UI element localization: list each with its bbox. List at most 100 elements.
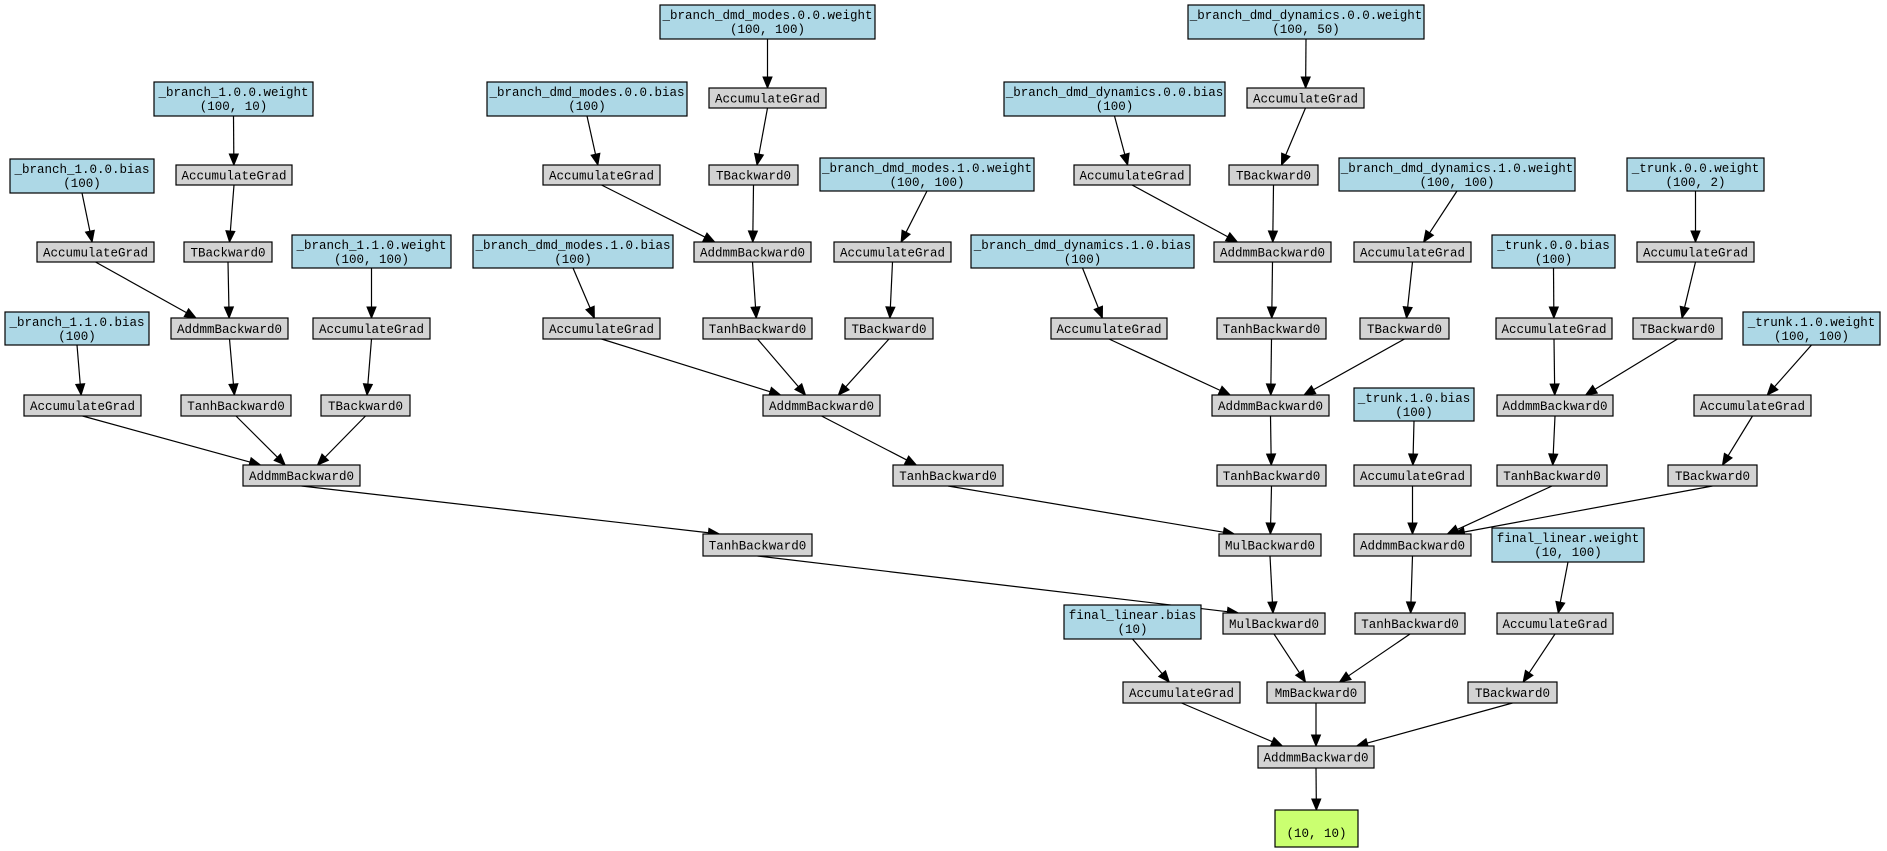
node-label: TBackward0 xyxy=(851,323,926,337)
arrowhead-icon xyxy=(84,229,95,244)
node-box xyxy=(1216,464,1327,487)
node-shape: (100) xyxy=(1395,406,1433,420)
node-label: AccumulateGrad xyxy=(181,170,286,184)
edge-tanh_tr0-to-addmm_tr1 xyxy=(1457,485,1553,530)
op-node-tbackward0: TBackward0 xyxy=(844,317,934,340)
edge-dm10b-to-ag_dm10b xyxy=(572,267,591,309)
node-box xyxy=(486,81,688,117)
node-box xyxy=(1073,164,1191,186)
node-box xyxy=(1213,241,1332,263)
op-node-tanhbackward0: TanhBackward0 xyxy=(702,317,813,340)
op-node-accumulategrad: AccumulateGrad xyxy=(312,317,431,340)
node-label: AccumulateGrad xyxy=(840,247,945,261)
param-node-trunk-1-0-weight: _trunk.1.0.weight(100, 100) xyxy=(1742,311,1881,346)
node-box xyxy=(702,533,813,557)
edge-addmm_b1b-to-tanh_b1b xyxy=(301,485,709,534)
node-label: AccumulateGrad xyxy=(30,400,135,414)
node-box xyxy=(1353,387,1475,422)
arrowhead-icon xyxy=(1522,669,1534,684)
node-box xyxy=(1274,809,1359,848)
param-node-branch-dmd-dynamics-1-0-bias: _branch_dmd_dynamics.1.0.bias(100) xyxy=(970,234,1195,269)
arrowhead-icon xyxy=(1266,306,1278,320)
edge-t_dd1-to-addmm_dd1 xyxy=(1313,338,1405,391)
node-label: AddmmBackward0 xyxy=(1360,540,1465,554)
node-label: MulBackward0 xyxy=(1225,540,1315,554)
op-node-accumulategrad: AccumulateGrad xyxy=(1353,241,1472,263)
node-box xyxy=(1050,317,1168,340)
param-node-branch-dmd-modes-0-0-bias: _branch_dmd_modes.0.0.bias(100) xyxy=(486,81,688,117)
node-label: TBackward0 xyxy=(1475,687,1550,701)
op-node-accumulategrad: AccumulateGrad xyxy=(1246,87,1365,109)
op-node-mulbackward0: MulBackward0 xyxy=(1218,533,1322,557)
param-node-branch-1-1-0-weight: _branch_1.1.0.weight(100, 100) xyxy=(291,234,452,269)
edge-ag_dd00b-to-addmm_dd0 xyxy=(1131,184,1228,238)
op-node-tanhbackward0: TanhBackward0 xyxy=(892,464,1004,487)
op-node-tanhbackward0: TanhBackward0 xyxy=(1354,612,1466,635)
op-node-tbackward0: TBackward0 xyxy=(1359,317,1450,340)
node-label: AccumulateGrad xyxy=(715,93,820,107)
node-label: TBackward0 xyxy=(1640,323,1715,337)
edge-t_dd0-to-addmm_dd0 xyxy=(1272,184,1275,232)
node-label: AccumulateGrad xyxy=(43,247,148,261)
node-label: MmBackward0 xyxy=(1275,687,1358,701)
param-node-trunk-0-0-bias: _trunk.0.0.bias(100) xyxy=(1491,234,1616,269)
node-box xyxy=(708,87,827,109)
node-shape: (100, 100) xyxy=(1774,330,1849,344)
edge-ag_tr00w-to-t_tr0 xyxy=(1683,261,1697,308)
edge-addmm_dm0-to-tanh_dm0 xyxy=(751,261,757,308)
node-box xyxy=(762,394,881,417)
node-label: _branch_dmd_modes.0.0.weight xyxy=(661,9,872,23)
node-shape: (100, 10) xyxy=(200,100,268,114)
arrowhead-icon xyxy=(1405,601,1417,615)
param-node-branch-dmd-modes-1-0-bias: _branch_dmd_modes.1.0.bias(100) xyxy=(472,234,674,269)
edge-dd10w-to-ag_dd10w xyxy=(1429,190,1458,234)
edge-ag_dm10b-to-addmm_dm1 xyxy=(601,338,771,393)
node-label: AccumulateGrad xyxy=(1129,687,1234,701)
op-node-accumulategrad: AccumulateGrad xyxy=(1050,317,1168,340)
edge-ag_b10w-to-t_b10 xyxy=(229,184,235,232)
arrowhead-icon xyxy=(1265,453,1277,467)
arrowhead-icon xyxy=(1267,601,1278,615)
arrowhead-icon xyxy=(1721,452,1733,467)
op-node-tanhbackward0: TanhBackward0 xyxy=(1496,464,1608,487)
param-node-branch-1-0-0-bias: _branch_1.0.0.bias(100) xyxy=(9,158,155,194)
node-box xyxy=(1353,533,1472,557)
node-box xyxy=(36,241,155,263)
node-label: _trunk.0.0.bias xyxy=(1496,239,1610,253)
node-label: AccumulateGrad xyxy=(549,323,654,337)
node-shape: (100) xyxy=(63,177,101,191)
op-node-tbackward0: TBackward0 xyxy=(1228,164,1319,186)
edges-layer xyxy=(74,38,1812,812)
op-node-accumulategrad: AccumulateGrad xyxy=(1353,464,1472,487)
node-label: TBackward0 xyxy=(716,170,791,184)
node-label: final_linear.bias xyxy=(1069,609,1197,623)
node-label: _branch_dmd_modes.0.0.bias xyxy=(488,86,684,100)
arrowhead-icon xyxy=(747,230,759,244)
edge-tanh_dd1-to-mul1 xyxy=(1270,485,1273,524)
op-node-accumulategrad: AccumulateGrad xyxy=(1495,317,1613,340)
arrowhead-icon xyxy=(1157,669,1171,684)
arrowhead-icon xyxy=(762,76,773,90)
edge-dm10w-to-ag_dm10w xyxy=(905,190,928,233)
op-node-tbackward0: TBackward0 xyxy=(1667,464,1758,487)
edge-ag_dm00b-to-addmm_dm0 xyxy=(601,184,706,238)
node-box xyxy=(1353,464,1472,487)
node-label: TanhBackward0 xyxy=(709,540,807,554)
param-node-trunk-0-0-weight: _trunk.0.0.weight(100, 2) xyxy=(1626,157,1765,192)
arrowhead-icon xyxy=(1294,669,1307,684)
node-box xyxy=(1636,241,1755,263)
op-node-addmmbackward0: AddmmBackward0 xyxy=(242,464,361,487)
arrowhead-icon xyxy=(1407,522,1418,536)
edge-flb-to-ag_flb xyxy=(1132,638,1163,675)
arrowhead-icon xyxy=(1302,384,1317,396)
arrowhead-icon xyxy=(750,306,761,320)
param-node-branch-dmd-modes-0-0-weight: _branch_dmd_modes.0.0.weight(100, 100) xyxy=(659,4,876,40)
node-box xyxy=(1063,604,1202,640)
node-label: TanhBackward0 xyxy=(709,323,807,337)
edge-dm00b-to-ag_dm00b xyxy=(586,115,597,155)
node-box xyxy=(9,158,155,194)
edge-addmm_b1a-to-tanh_b1a xyxy=(228,338,235,385)
edge-addmm_dd0-to-tanh_dd0 xyxy=(1271,261,1274,308)
edge-mul1-to-mul2 xyxy=(1269,555,1274,603)
arrowhead-icon xyxy=(228,153,240,167)
